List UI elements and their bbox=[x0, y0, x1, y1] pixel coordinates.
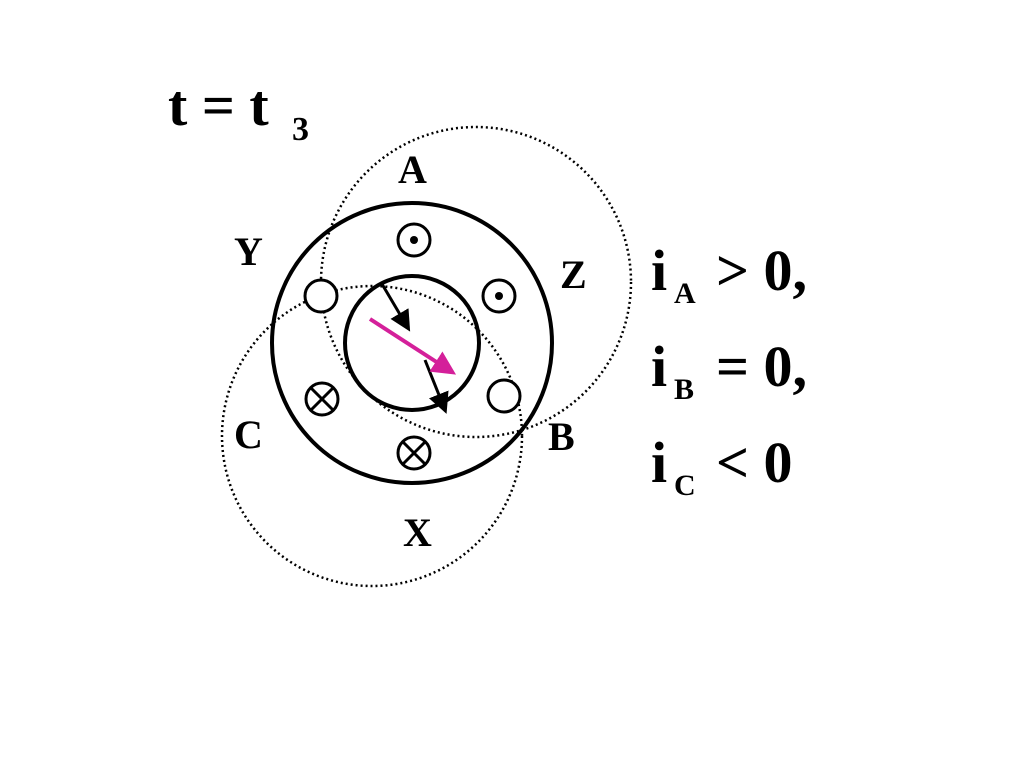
svg-text:C: C bbox=[674, 469, 696, 502]
equation-ic: i C < 0 bbox=[651, 430, 793, 502]
label-a: A bbox=[398, 147, 427, 192]
svg-text:= 0,: = 0, bbox=[716, 334, 807, 399]
time-title-subscript: 3 bbox=[292, 111, 309, 148]
svg-text:< 0: < 0 bbox=[716, 430, 793, 495]
svg-text:i: i bbox=[651, 430, 667, 495]
svg-text:> 0,: > 0, bbox=[716, 238, 807, 303]
svg-text:i: i bbox=[651, 334, 667, 399]
label-z: Z bbox=[560, 252, 587, 297]
conductor-c bbox=[304, 381, 340, 417]
conductor-z bbox=[481, 278, 517, 314]
label-y: Y bbox=[234, 229, 263, 274]
rotor-circle bbox=[343, 274, 481, 412]
label-x: X bbox=[403, 510, 432, 555]
svg-text:i: i bbox=[651, 238, 667, 303]
rotation-arrow-bottom bbox=[423, 359, 449, 414]
conductor-b bbox=[486, 378, 522, 414]
equation-ia: i A > 0, bbox=[651, 238, 807, 310]
stator-ring bbox=[270, 201, 554, 485]
phase-c-field-circle bbox=[220, 284, 524, 588]
svg-text:B: B bbox=[674, 373, 694, 406]
label-b: B bbox=[548, 414, 575, 459]
label-c: C bbox=[234, 412, 263, 457]
resultant-field-arrow bbox=[368, 317, 457, 375]
svg-text:A: A bbox=[674, 277, 696, 310]
rotation-arrow-top bbox=[380, 283, 411, 332]
conductor-x bbox=[396, 435, 432, 471]
equation-ib: i B = 0, bbox=[651, 334, 807, 406]
conductor-a bbox=[396, 222, 432, 258]
time-title: t = t bbox=[168, 73, 269, 138]
conductor-y bbox=[303, 278, 339, 314]
